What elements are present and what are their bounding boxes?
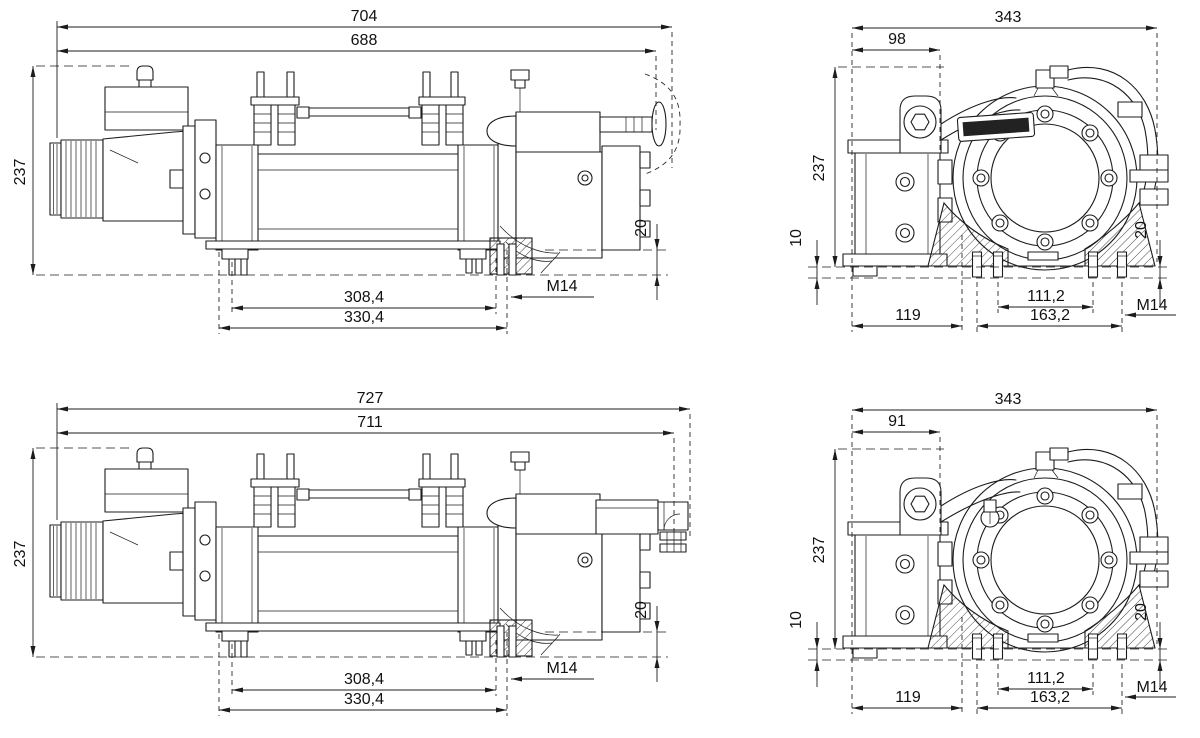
dim-stud-thread: M14 xyxy=(546,660,577,677)
dim-width: 343 xyxy=(995,391,1022,408)
dim-body-length: 688 xyxy=(351,32,378,49)
dim-height: 237 xyxy=(12,541,29,568)
dim-span-inner: 308,4 xyxy=(344,671,384,688)
dim-stud-thread: M14 xyxy=(1136,679,1167,696)
dim-motor-offset: 98 xyxy=(888,31,906,48)
dim-span-outer: 330,4 xyxy=(344,309,384,326)
dim-overall-length: 704 xyxy=(351,8,378,25)
dim-overall-length: 727 xyxy=(357,390,384,407)
dim-stud-thread: M14 xyxy=(546,278,577,295)
dim-stud-step: 20 xyxy=(633,219,650,237)
dim-stud-span-outer: 163,2 xyxy=(1030,689,1070,706)
dim-foot-width: 119 xyxy=(895,307,921,324)
dim-stud-span-inner: 111,2 xyxy=(1027,288,1065,305)
dim-motor-offset: 91 xyxy=(888,413,906,430)
dim-body-length: 711 xyxy=(357,414,383,431)
dim-span-inner: 308,4 xyxy=(344,289,384,306)
dim-stud-step: 20 xyxy=(1133,221,1150,239)
dim-base-offset: 10 xyxy=(788,611,805,629)
view-end-manual: 343 98 237 10 119 111,2 163,2 20 M14 xyxy=(788,9,1176,332)
dim-width: 343 xyxy=(995,9,1022,26)
view-side-manual: 704 688 237 20 M14 308,4 330,4 xyxy=(12,8,681,334)
dim-base-offset: 10 xyxy=(788,229,805,247)
dim-stud-thread: M14 xyxy=(1136,297,1167,314)
dim-stud-span-outer: 163,2 xyxy=(1030,307,1070,324)
dim-stud-step: 20 xyxy=(633,601,650,619)
dim-foot-width: 119 xyxy=(895,689,921,706)
dim-height: 237 xyxy=(811,537,828,564)
view-end-air: 343 91 237 10 119 111,2 163,2 20 M14 xyxy=(788,391,1176,714)
dim-height: 237 xyxy=(12,159,29,186)
dim-stud-span-inner: 111,2 xyxy=(1027,670,1065,687)
dim-span-outer: 330,4 xyxy=(344,691,384,708)
view-side-air: 727 711 237 20 M14 308,4 330,4 xyxy=(12,390,691,716)
dim-height: 237 xyxy=(811,155,828,182)
dim-stud-step: 20 xyxy=(1133,603,1150,621)
